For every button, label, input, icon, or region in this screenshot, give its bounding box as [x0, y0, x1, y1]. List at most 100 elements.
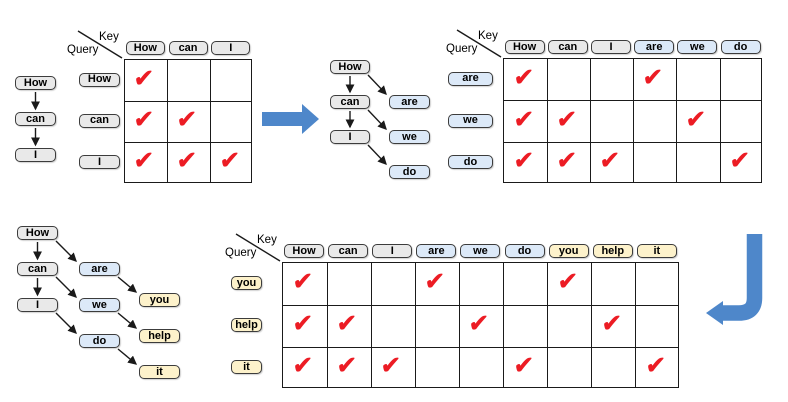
- check-icon-matrix-prompt-r1c1: ✔: [176, 105, 198, 133]
- key-header-I: I: [591, 40, 631, 54]
- big-j-arrow-stem: [723, 234, 763, 321]
- check-icon-matrix-step2-r1c1: ✔: [336, 309, 358, 337]
- check-icon-matrix-step2-r1c0: ✔: [292, 309, 314, 337]
- chain-token-can: can: [15, 112, 56, 126]
- query-header-How: How: [79, 72, 120, 87]
- grid-line-v: [503, 263, 504, 387]
- chain-token-I: I: [17, 298, 58, 312]
- check-icon-matrix-prompt-r2c1: ✔: [176, 146, 198, 174]
- query-axis-label: Query: [67, 44, 99, 56]
- check-icon-matrix-prompt-r1c0: ✔: [133, 105, 155, 133]
- branch-arrow: [367, 109, 387, 130]
- grid-line-v: [326, 263, 328, 387]
- key-header-are: are: [634, 40, 675, 54]
- check-icon-matrix-step1-r2c1: ✔: [555, 146, 578, 174]
- query-header-are: are: [448, 71, 493, 86]
- grid-line-h: [504, 141, 762, 143]
- check-icon-matrix-step1-r0c3: ✔: [642, 63, 664, 91]
- chain-token-help: help: [139, 329, 180, 343]
- chain-token-I: I: [330, 130, 370, 144]
- chain-token-How: How: [15, 76, 56, 90]
- grid-line-v: [546, 59, 548, 183]
- branch-arrow: [55, 240, 77, 262]
- chain-token-are: are: [79, 262, 120, 276]
- grid-line-v: [458, 263, 460, 387]
- key-header-do: do: [504, 244, 545, 258]
- matrix-prompt-grid: ✔ ✔ ✔ ✔ ✔ ✔: [124, 59, 253, 183]
- key-header-I: I: [372, 244, 413, 258]
- check-icon-matrix-step1-r1c0: ✔: [512, 104, 534, 133]
- key-axis-label: Key: [99, 31, 119, 43]
- key-axis-label: Key: [257, 234, 277, 246]
- key-header-we: we: [677, 40, 718, 54]
- check-icon-matrix-step1-r2c5: ✔: [728, 146, 750, 174]
- check-icon-matrix-step2-r0c0: ✔: [292, 267, 314, 295]
- query-header-you: you: [231, 276, 262, 290]
- query-header-we: we: [448, 113, 493, 128]
- grid-line-v: [209, 60, 211, 182]
- grid-line-v: [719, 59, 721, 183]
- chain-token-I: I: [15, 148, 56, 162]
- grid-line-h: [125, 142, 252, 144]
- check-icon-matrix-step2-r1c7: ✔: [600, 309, 623, 337]
- check-icon-matrix-step2-r0c6: ✔: [556, 267, 578, 295]
- check-icon-matrix-step2-r0c3: ✔: [424, 267, 446, 295]
- check-icon-matrix-step2-r2c8: ✔: [644, 351, 667, 379]
- check-icon-matrix-step1-r0c0: ✔: [512, 63, 534, 91]
- check-icon-matrix-step2-r2c1: ✔: [336, 351, 358, 379]
- check-icon-matrix-step2-r2c5: ✔: [512, 351, 534, 379]
- key-header-are: are: [416, 244, 457, 258]
- grid-line-v: [591, 263, 593, 387]
- grid-line-v: [167, 60, 169, 182]
- key-header-can: can: [547, 40, 588, 54]
- grid-line-v: [676, 59, 678, 183]
- check-icon-matrix-step2-r2c2: ✔: [380, 351, 402, 379]
- chain-token-we: we: [389, 130, 430, 144]
- key-header-we: we: [460, 244, 501, 258]
- big-right-arrow: [262, 104, 319, 134]
- branch-arrow: [117, 348, 138, 365]
- chain-token-can: can: [17, 262, 58, 276]
- chain-token-do: do: [79, 334, 120, 348]
- grid-line-v: [633, 59, 635, 183]
- key-header-you: you: [548, 244, 589, 258]
- grid-line-v: [370, 263, 372, 387]
- branch-arrow: [367, 144, 387, 165]
- check-icon-matrix-prompt-r2c0: ✔: [133, 146, 155, 174]
- check-icon-matrix-prompt-r2c2: ✔: [218, 146, 241, 174]
- key-header-How: How: [504, 40, 545, 54]
- query-header-can: can: [79, 113, 120, 128]
- key-header-it: it: [636, 244, 677, 258]
- grid-line-h: [504, 100, 762, 102]
- chain-token-can: can: [330, 95, 370, 109]
- query-header-it: it: [231, 360, 262, 374]
- branch-arrow: [117, 312, 138, 329]
- branch-arrow: [55, 276, 77, 298]
- matrix-step1-grid: ✔✔✔✔✔✔✔✔✔: [503, 58, 763, 184]
- grid-line-v: [547, 263, 549, 387]
- chain-token-you: you: [139, 293, 180, 307]
- check-icon-matrix-step1-r2c2: ✔: [599, 146, 621, 174]
- branch-arrow: [367, 74, 387, 95]
- check-icon-matrix-prompt-r0c0: ✔: [133, 64, 155, 92]
- grid-line-h: [125, 100, 252, 102]
- key-header-do: do: [720, 40, 761, 54]
- matrix-step2-grid: ✔ ✔ ✔ ✔ ✔ ✔ ✔ ✔ ✔ ✔ ✔ ✔: [282, 262, 679, 388]
- key-header-can: can: [168, 41, 208, 55]
- query-axis-label: Query: [225, 247, 257, 259]
- grid-line-v: [414, 263, 416, 387]
- branch-arrow: [117, 276, 138, 293]
- query-header-I: I: [79, 155, 120, 170]
- key-header-How: How: [125, 41, 165, 55]
- key-header-can: can: [328, 244, 369, 258]
- grid-line-v: [635, 263, 637, 387]
- chain-token-we: we: [79, 298, 120, 312]
- query-header-do: do: [448, 155, 493, 170]
- check-icon-matrix-step2-r1c4: ✔: [468, 309, 490, 337]
- query-header-help: help: [231, 318, 262, 332]
- check-icon-matrix-step1-r1c4: ✔: [685, 104, 707, 133]
- branch-arrow: [55, 312, 77, 334]
- check-icon-matrix-step2-r2c0: ✔: [292, 351, 314, 379]
- check-icon-matrix-step1-r1c1: ✔: [555, 104, 578, 133]
